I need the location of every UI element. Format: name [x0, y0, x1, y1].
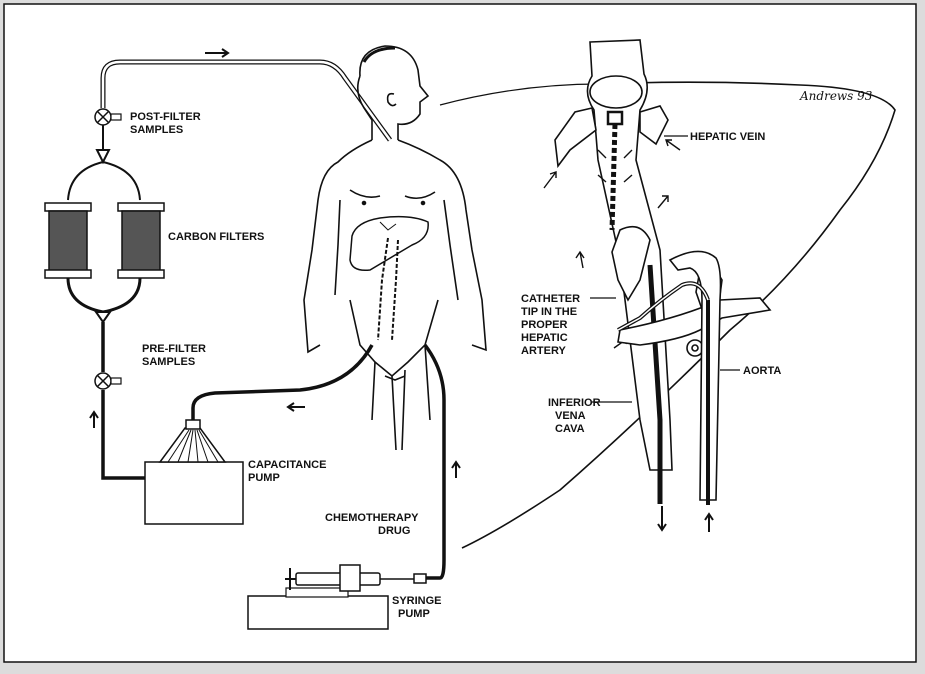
catheter-label-3: PROPER [521, 319, 568, 331]
artist-signature: Andrews 93 [799, 89, 873, 103]
ivc-label-2: VENA [555, 410, 586, 422]
syringe-pump-label-2: PUMP [398, 608, 430, 620]
catheter-label-4: HEPATIC [521, 332, 568, 344]
chemo-drug-label-2: DRUG [378, 525, 410, 537]
aorta-label: AORTA [743, 365, 781, 377]
chemo-drug-label-1: CHEMOTHERAPY [325, 512, 419, 524]
carbon-filter-right [118, 203, 164, 278]
carbon-filters-label: CARBON FILTERS [168, 231, 264, 243]
pre-filter-label-2: SAMPLES [142, 356, 195, 368]
post-filter-label-1: POST-FILTER [130, 111, 201, 123]
syringe-pump-label-1: SYRINGE [392, 595, 442, 607]
pre-filter-label-1: PRE-FILTER [142, 343, 206, 355]
hepatic-vein-label: HEPATIC VEIN [690, 131, 765, 143]
capacitance-pump-label-2: PUMP [248, 472, 280, 484]
ivc-label-1: INFERIOR [548, 397, 601, 409]
catheter-label-2: TIP IN THE [521, 306, 577, 318]
post-filter-label-2: SAMPLES [130, 124, 183, 136]
catheter-label-1: CATHETER [521, 293, 580, 305]
ivc-label-3: CAVA [555, 423, 585, 435]
carbon-filter-left [45, 203, 91, 278]
catheter-label-5: ARTERY [521, 345, 566, 357]
diagram-frame [4, 4, 916, 662]
capacitance-pump-label-1: CAPACITANCE [248, 459, 326, 471]
